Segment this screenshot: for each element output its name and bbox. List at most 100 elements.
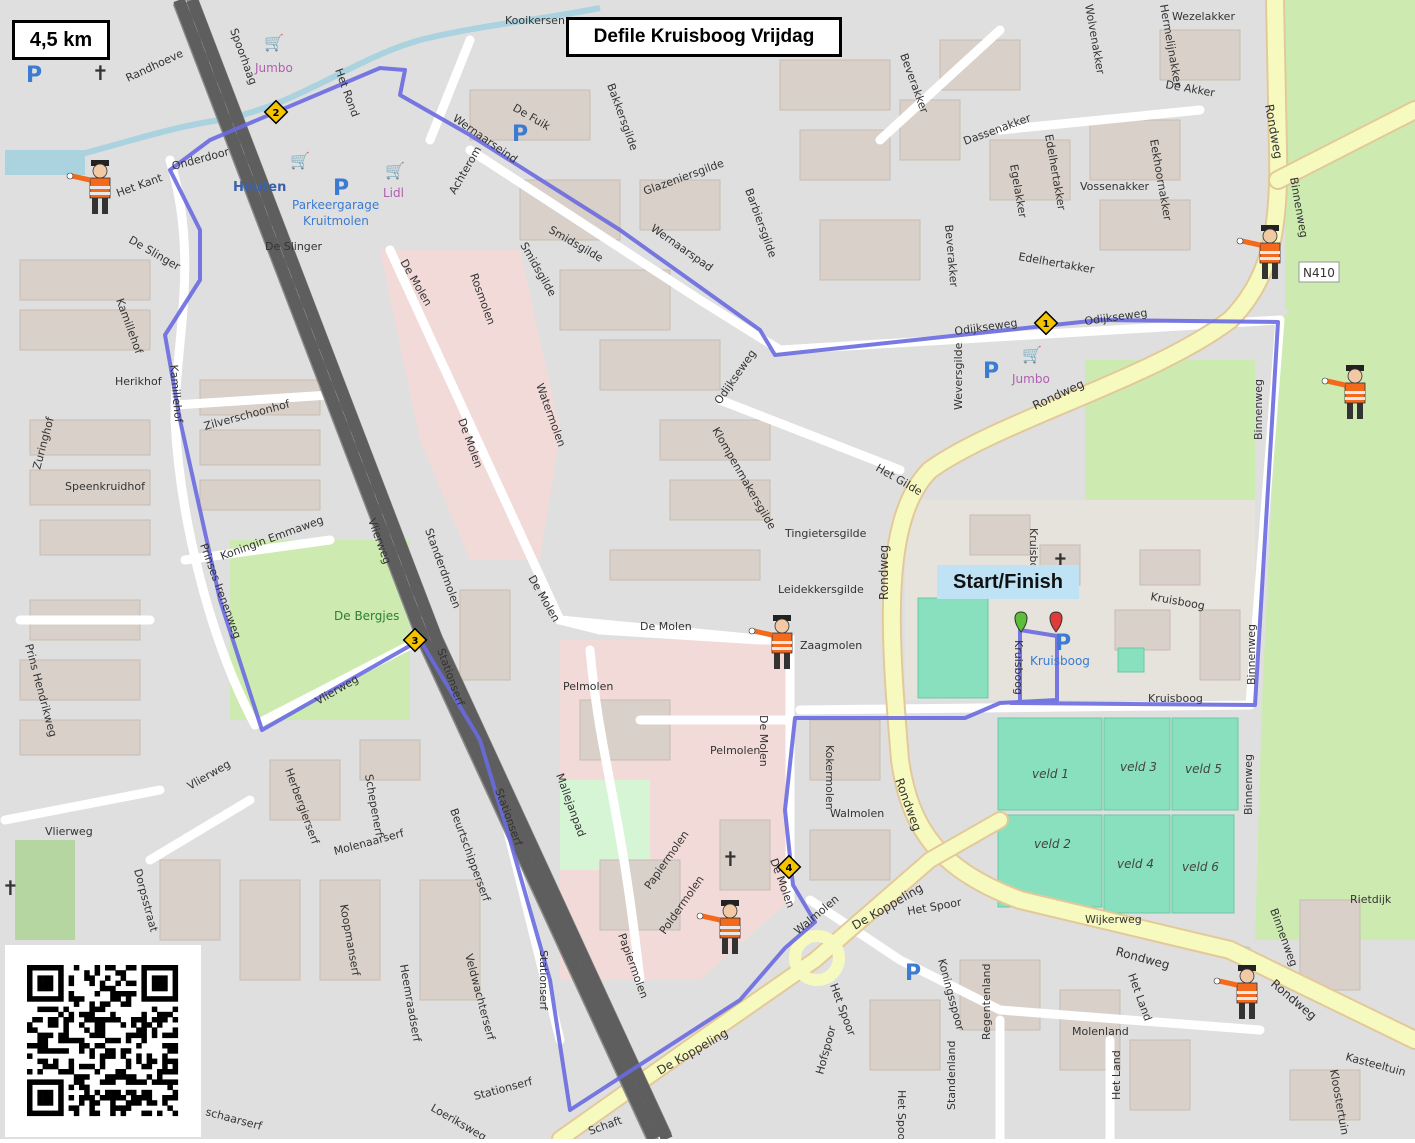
qr-module (27, 975, 33, 981)
street-label: Speenkruidhof (65, 480, 146, 493)
qr-module (162, 1069, 168, 1075)
qr-module (63, 1048, 69, 1054)
qr-module (47, 975, 54, 981)
qr-module (162, 1095, 168, 1101)
qr-module (63, 1037, 69, 1044)
qr-module (99, 1063, 106, 1070)
qr-module (42, 996, 49, 1002)
traffic-controller-icon (748, 615, 793, 669)
qr-module (37, 1110, 43, 1117)
qr-module (27, 985, 33, 992)
qr-module (53, 1048, 59, 1054)
qr-module (157, 1017, 163, 1023)
qr-module (172, 985, 179, 992)
qr-module (162, 1043, 168, 1049)
buildings (19, 29, 1361, 1121)
qr-module (125, 1001, 132, 1007)
qr-module (105, 1095, 111, 1101)
qr-module (141, 1095, 147, 1101)
qr-module (27, 1110, 33, 1117)
qr-module (99, 980, 106, 987)
qr-module (58, 980, 64, 987)
checkpoint-4[interactable]: 4 (776, 854, 802, 880)
qr-module (172, 980, 179, 987)
street-label: Vossenakker (1080, 180, 1149, 193)
qr-code-graphic (27, 965, 179, 1117)
qr-module (68, 1058, 75, 1065)
street-label: Tingietersgilde (784, 527, 867, 540)
checkpoint-3[interactable]: 3 (402, 627, 428, 653)
qr-module (89, 1105, 95, 1111)
qr-module (146, 1074, 153, 1080)
qr-module (141, 1079, 147, 1085)
qr-code-icon[interactable] (5, 945, 201, 1137)
qr-module (27, 980, 33, 987)
qr-module (141, 996, 147, 1002)
qr-module (68, 1084, 75, 1091)
route-line[interactable] (163, 66, 1280, 1112)
qr-module (37, 1100, 43, 1106)
street-label: Wijkerweg (1085, 913, 1142, 926)
qr-module (99, 1058, 106, 1065)
qr-module (79, 1048, 85, 1054)
qr-module (167, 965, 173, 971)
qr-module (105, 1017, 111, 1023)
qr-module (47, 996, 54, 1002)
canal (4, 5, 601, 173)
qr-module (27, 1043, 33, 1049)
qr-module (167, 996, 173, 1002)
qr-module (94, 1100, 101, 1106)
qr-module (172, 1095, 179, 1101)
qr-module (105, 1001, 111, 1007)
qr-module (167, 1048, 173, 1054)
qr-module (84, 1027, 90, 1033)
qr-module (79, 1095, 85, 1101)
qr-module (162, 1063, 168, 1070)
main-roads (551, 0, 1415, 1143)
qr-module (146, 1053, 153, 1059)
street-label: Molenland (1072, 1025, 1129, 1038)
qr-module (58, 1011, 64, 1018)
qr-module (99, 1079, 106, 1085)
street-label: Kruisboog (1148, 692, 1203, 705)
qr-module (53, 1110, 59, 1117)
map-marker-red-icon[interactable] (1049, 611, 1063, 633)
qr-module (136, 1043, 142, 1049)
qr-module (110, 985, 116, 992)
checkpoint-1[interactable]: 1 (1033, 310, 1059, 336)
qr-module (37, 1037, 43, 1044)
farmland-area (1255, 180, 1415, 940)
qr-module (79, 1022, 85, 1028)
qr-module (89, 980, 95, 987)
qr-module (94, 965, 101, 971)
qr-module (162, 1058, 168, 1065)
qr-module (141, 1027, 147, 1033)
qr-module (131, 980, 137, 987)
qr-module (115, 1074, 121, 1080)
qr-module (105, 1079, 111, 1085)
qr-module (73, 965, 80, 971)
qr-module (141, 970, 147, 976)
map-marker-green-icon[interactable] (1014, 611, 1028, 633)
qr-module (172, 991, 179, 997)
qr-module (58, 991, 64, 997)
street-label: Kooikersen (505, 14, 565, 27)
qr-module (172, 1089, 179, 1096)
qr-module (151, 1006, 158, 1013)
qr-module (79, 996, 85, 1002)
qr-module (27, 996, 33, 1002)
qr-module (151, 980, 158, 987)
street-label: Binnenweg (1245, 624, 1258, 685)
qr-module (136, 1100, 142, 1106)
street-label: Rondweg (877, 545, 891, 600)
qr-module (141, 1017, 147, 1023)
checkpoint-2[interactable]: 2 (263, 99, 289, 125)
qr-module (99, 1095, 106, 1101)
qr-module (37, 980, 43, 987)
parking-icon: P (26, 63, 42, 88)
qr-module (58, 965, 64, 971)
qr-module (120, 1105, 127, 1111)
pitch-label: veld 5 (1185, 762, 1222, 776)
qr-module (94, 1089, 101, 1096)
